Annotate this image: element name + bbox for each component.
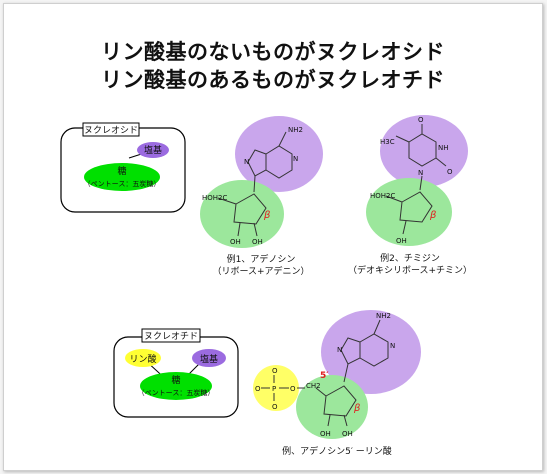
adenosine-oh-right: OH xyxy=(252,238,263,246)
adenosine-ribose-ring xyxy=(233,193,267,225)
nucleotide-tag xyxy=(141,328,201,343)
amp-ch2-bond xyxy=(315,387,327,397)
amp-o-bottom: O xyxy=(272,403,278,411)
example-adenosine: NH2 N N HOH2C β OH OH 例1、アデノシン （リボース+アデニ… xyxy=(200,116,323,277)
adenosine-sugar-highlight xyxy=(200,180,284,248)
amp-glycosidic-bond xyxy=(343,363,349,383)
amp-imidazole-ring xyxy=(340,337,361,365)
thymidine-beta: β xyxy=(429,210,437,221)
adenosine-imidazole-ring xyxy=(247,149,267,177)
title-line-1: リン酸基のないものがヌクレオシド xyxy=(101,40,445,64)
adenosine-n7: N xyxy=(244,158,249,166)
thymidine-base-highlight xyxy=(380,115,468,187)
amp-amine: NH2 xyxy=(376,312,391,320)
amp-phosphate-highlight xyxy=(253,365,299,411)
thymidine-oxo-right: O xyxy=(447,168,453,176)
adenosine-ch2-bond xyxy=(217,197,237,205)
example-amp: NH2 N N CH2 5′ β OH OH P O O O O 例、アデノ xyxy=(253,310,421,457)
amp-caption: 例、アデノシン5′ ーリン酸 xyxy=(282,445,392,457)
nucleotide-phosphate-badge xyxy=(125,349,161,367)
title-line-2: リン酸基のあるものがヌクレオチド xyxy=(101,68,445,92)
amp-ribose-ring xyxy=(323,385,357,417)
amp-oh-bond-right xyxy=(343,414,348,427)
nucleotide-sugar-badge xyxy=(140,372,212,400)
thymidine-oh: OH xyxy=(396,237,407,245)
adenosine-oh-bond-right xyxy=(253,222,258,237)
nucleotide-base-badge xyxy=(192,349,226,367)
nucleoside-sugar-label: 糖 xyxy=(117,165,126,177)
amp-phosphorus: P xyxy=(272,385,276,393)
adenosine-caption-1: 例1、アデノシン xyxy=(227,253,296,265)
amp-oh-left: OH xyxy=(320,430,331,438)
nucleoside-base-badge xyxy=(137,142,169,158)
thymidine-nh: NH xyxy=(438,144,449,152)
slide: リン酸基のないものがヌクレオシド リン酸基のあるものがヌクレオチド .lbl {… xyxy=(3,3,543,471)
adenosine-ch2: HOH2C xyxy=(202,194,227,202)
nucleoside-base-label: 塩基 xyxy=(144,144,162,156)
nucleoside-box: ヌクレオシド 塩基 糖 （ペントース：五炭糖） xyxy=(60,122,186,213)
thymidine-caption-1: 例2、チミジン xyxy=(380,252,440,264)
amp-beta: β xyxy=(353,403,361,414)
amp-amine-bond xyxy=(373,319,381,335)
nucleoside-sugar-sub: （ペントース：五炭糖） xyxy=(84,179,161,188)
amp-n7: N xyxy=(337,346,342,354)
nucleotide-sugar-label: 糖 xyxy=(171,374,180,386)
adenosine-caption-2: （リボース+アデニン） xyxy=(212,265,309,277)
thymidine-oh-bond xyxy=(402,220,407,235)
adenosine-beta: β xyxy=(263,210,271,221)
thymidine-caption-2: （デオキシリボース+チミン） xyxy=(348,264,472,276)
adenosine-oh-left: OH xyxy=(230,238,241,246)
amp-o-left: O xyxy=(255,385,261,393)
nucleoside-tag-label: ヌクレオシド xyxy=(84,125,138,136)
adenosine-glycosidic-bond xyxy=(253,175,256,193)
thymidine-methyl: H3C xyxy=(380,138,395,146)
thymidine-oxo-bond-right xyxy=(435,157,447,167)
adenosine-amine: NH2 xyxy=(288,126,303,134)
thymidine-ring-sugar xyxy=(399,191,433,223)
thymidine-oxo-top: O xyxy=(418,116,424,124)
diagram-canvas: .lbl { font-size: 9px; fill: #111; } .sm… xyxy=(60,115,472,457)
adenosine-n1: N xyxy=(293,155,298,163)
amp-sugar-highlight xyxy=(296,375,368,439)
adenosine-oh-bond-left xyxy=(237,222,241,237)
example-thymidine: O O NH H3C N HOH2C β OH 例2、チミジン （デオキシリボー… xyxy=(348,115,472,276)
amp-n1: N xyxy=(390,342,395,350)
nucleotide-box: ヌクレオチド リン酸 塩基 糖 （ペントース：五炭糖） xyxy=(113,328,239,418)
thymidine-n: N xyxy=(418,169,423,177)
amp-oh-right: OH xyxy=(342,430,353,438)
adenosine-base-highlight xyxy=(235,116,323,192)
nucleotide-tag-label: ヌクレオチド xyxy=(144,331,198,342)
adenosine-amine-bond xyxy=(278,131,287,147)
amp-oh-bond-left xyxy=(327,414,331,427)
amp-five-prime: 5′ xyxy=(320,371,329,381)
amp-o-right: O xyxy=(290,385,296,393)
thymidine-methyl-bond xyxy=(395,135,410,143)
nucleoside-tag xyxy=(82,122,140,137)
thymidine-ch2-bond xyxy=(385,195,403,203)
thymidine-sugar-highlight xyxy=(366,178,452,246)
nucleotide-sugar-sub: （ペントース：五炭糖） xyxy=(138,388,215,397)
amp-o-top: O xyxy=(272,367,278,375)
thymidine-ch2: HOH2C xyxy=(370,192,395,200)
thymidine-glycosidic-bond xyxy=(419,175,423,191)
nucleotide-phosphate-label: リン酸 xyxy=(129,354,156,365)
amp-ch2: CH2 xyxy=(306,382,321,390)
nucleotide-base-label: 塩基 xyxy=(200,353,218,365)
nucleoside-sugar-badge xyxy=(84,163,160,191)
